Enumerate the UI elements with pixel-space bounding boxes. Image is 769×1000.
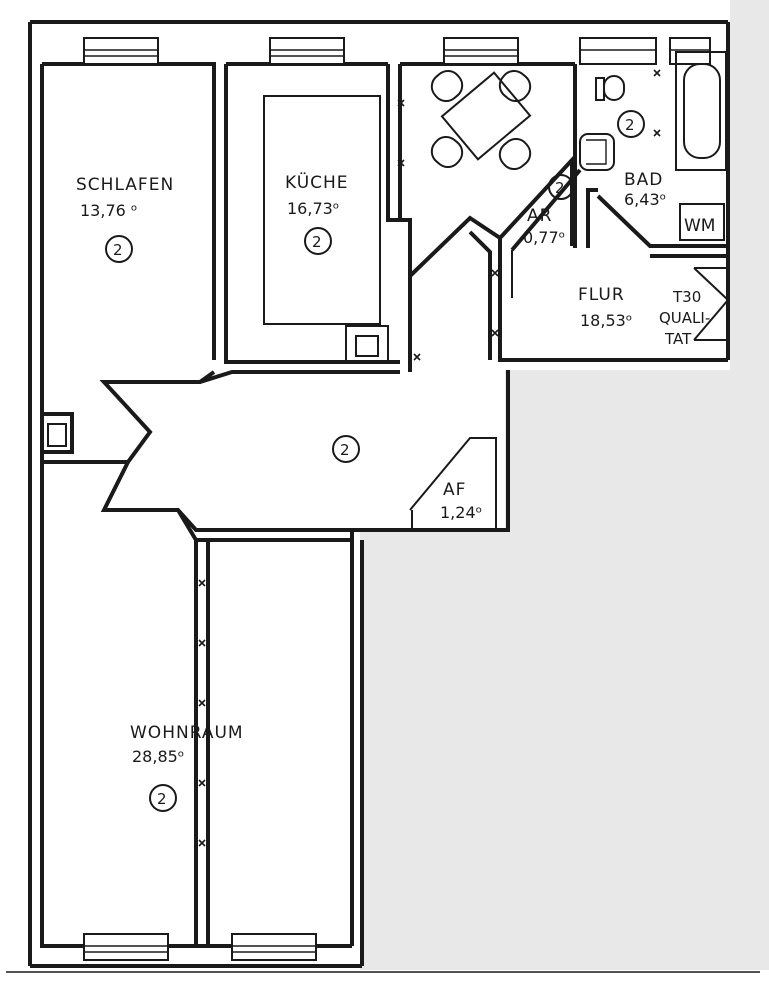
- toilet: [595, 75, 625, 101]
- room-af: AF 1,24ᵒ: [440, 480, 482, 522]
- door-t30: T30 QUALI- TAT: [659, 267, 729, 348]
- room-marker-circle: [105, 235, 133, 263]
- room-diele: 2: [332, 435, 360, 463]
- sink: [579, 133, 615, 171]
- washer-label: WM: [684, 216, 715, 236]
- room-area: 6,43ᵒ: [624, 190, 666, 209]
- wall-markers: [198, 69, 661, 847]
- room-wohnraum: WOHNRAUM 28,85ᵒ 2: [130, 723, 244, 812]
- dining-table: [430, 69, 532, 171]
- room-area: 13,76 ᵒ: [80, 201, 138, 220]
- window-dining: [443, 37, 519, 65]
- t30-line-3: TAT: [664, 330, 692, 348]
- interior-walls: [42, 64, 728, 946]
- window-bad-1: [579, 37, 657, 65]
- t30-line-1: T30: [672, 288, 701, 306]
- t30-line-2: QUALI-: [659, 309, 710, 327]
- bathtub: [675, 51, 727, 171]
- window-schlafen: [83, 37, 159, 65]
- room-marker-circle: [149, 784, 177, 812]
- room-marker: 2: [625, 116, 635, 134]
- room-name: FLUR: [578, 285, 625, 305]
- room-name: AR: [527, 206, 552, 226]
- window-kueche: [269, 37, 345, 65]
- room-marker: 2: [340, 441, 350, 459]
- room-marker: 2: [157, 790, 167, 808]
- room-name: BAD: [624, 170, 663, 190]
- room-kueche: KÜCHE 16,73ᵒ 2: [285, 171, 349, 255]
- washer: WM: [679, 203, 725, 241]
- room-bad: 2 BAD 6,43ᵒ: [617, 110, 666, 209]
- room-area: 1,24ᵒ: [440, 503, 482, 522]
- room-name: WOHNRAUM: [130, 723, 244, 743]
- window-wohnraum-1: [83, 933, 169, 961]
- room-area: 16,73ᵒ: [287, 199, 339, 218]
- room-marker: 2: [113, 241, 123, 259]
- window-wohnraum-2: [231, 933, 317, 961]
- bathroom-fixtures: WM: [579, 51, 727, 241]
- room-name: SCHLAFEN: [76, 175, 174, 195]
- room-area: 28,85ᵒ: [132, 747, 184, 766]
- room-marker: 2: [555, 179, 565, 197]
- room-marker-circle: [548, 174, 574, 200]
- room-ar: 2 AR 0,77ᵒ: [523, 174, 574, 247]
- room-flur: FLUR 18,53ᵒ: [578, 285, 632, 330]
- room-marker: 2: [312, 233, 322, 251]
- room-name: AF: [443, 480, 466, 500]
- room-name: KÜCHE: [285, 171, 349, 193]
- exterior-shading: [360, 0, 769, 970]
- room-area: 18,53ᵒ: [580, 311, 632, 330]
- room-area: 0,77ᵒ: [523, 228, 565, 247]
- room-marker-circle: [304, 227, 332, 255]
- room-schlafen: SCHLAFEN 13,76 ᵒ 2: [76, 175, 174, 263]
- room-marker-circle: [332, 435, 360, 463]
- room-marker-circle: [617, 110, 645, 138]
